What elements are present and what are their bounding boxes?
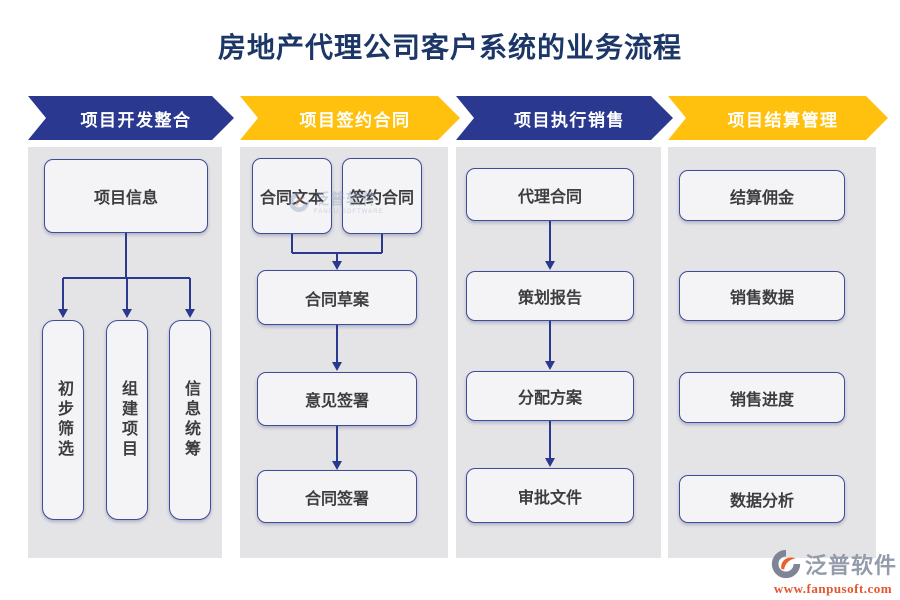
flow-node-label: 合同草案 (304, 291, 369, 309)
flow-node-label: 信息统筹 (182, 380, 199, 460)
flow-node-label: 合同签署 (304, 490, 369, 508)
flow-node-planning-report: 策划报告 (466, 271, 634, 321)
flow-node-label: 结算佣金 (729, 189, 794, 207)
flow-node-label: 策划报告 (517, 290, 582, 307)
flow-node-contract-signoff: 合同签署 (257, 470, 417, 523)
flow-node-contract-draft: 合同草案 (257, 270, 417, 325)
fanpu-logo-icon (771, 549, 801, 579)
flow-node-label: 意见签署 (304, 393, 369, 410)
flow-node-allocation-plan: 分配方案 (466, 371, 634, 421)
flow-node-project-info: 项目信息 (44, 159, 208, 233)
flow-node-signed-contract: 签约合同 (342, 158, 422, 234)
flow-node-label: 审批文件 (517, 489, 582, 507)
stage-banner-3: 项目执行销售 (456, 96, 673, 140)
flow-node-label: 组建项目 (119, 380, 136, 460)
flow-node-label: 代理合同 (517, 188, 582, 206)
stage-banner-2-label: 项目签约合同 (299, 110, 411, 130)
flow-node-agency-contract: 代理合同 (466, 168, 634, 221)
flow-node-label: 合同文本 (259, 190, 324, 207)
page-title: 房地产代理公司客户系统的业务流程 (217, 32, 682, 63)
flow-node-label: 销售进度 (729, 391, 794, 409)
stage-banner-4: 项目结算管理 (668, 96, 888, 140)
flow-node-data-analysis: 数据分析 (679, 475, 845, 523)
stage-banner-2: 项目签约合同 (240, 96, 460, 140)
flow-node-sales-progress: 销售进度 (679, 372, 845, 423)
stage-banner-1-label: 项目开发整合 (80, 110, 192, 130)
flow-node-initial-screening: 初步筛选 (42, 320, 84, 520)
flow-node-label: 数据分析 (729, 493, 794, 510)
stage-banner-1: 项目开发整合 (28, 96, 234, 140)
fanpu-logo: 泛普软件 www.fanpusoft.com (768, 547, 898, 597)
flow-node-team-building: 组建项目 (106, 320, 148, 520)
stage-banner-3-label: 项目执行销售 (514, 110, 625, 130)
flow-node-label: 项目信息 (93, 190, 158, 207)
flow-node-label: 销售数据 (729, 290, 794, 307)
flow-node-commission-settlement: 结算佣金 (679, 170, 845, 221)
flow-node-label: 分配方案 (517, 390, 582, 407)
stage-banner-4-label: 项目结算管理 (727, 110, 839, 130)
flow-node-opinion-signoff: 意见签署 (257, 372, 417, 426)
flow-node-info-coordination: 信息统筹 (169, 320, 211, 520)
flow-node-approval-document: 审批文件 (466, 468, 634, 523)
flow-node-label: 初步筛选 (55, 380, 72, 460)
flow-node-contract-text: 合同文本 (252, 158, 332, 234)
flow-node-label: 签约合同 (349, 190, 414, 207)
fanpu-logo-name: 泛普软件 (804, 553, 897, 578)
flow-node-sales-data: 销售数据 (679, 271, 845, 321)
fanpu-logo-url: www.fanpusoft.com (773, 581, 893, 596)
